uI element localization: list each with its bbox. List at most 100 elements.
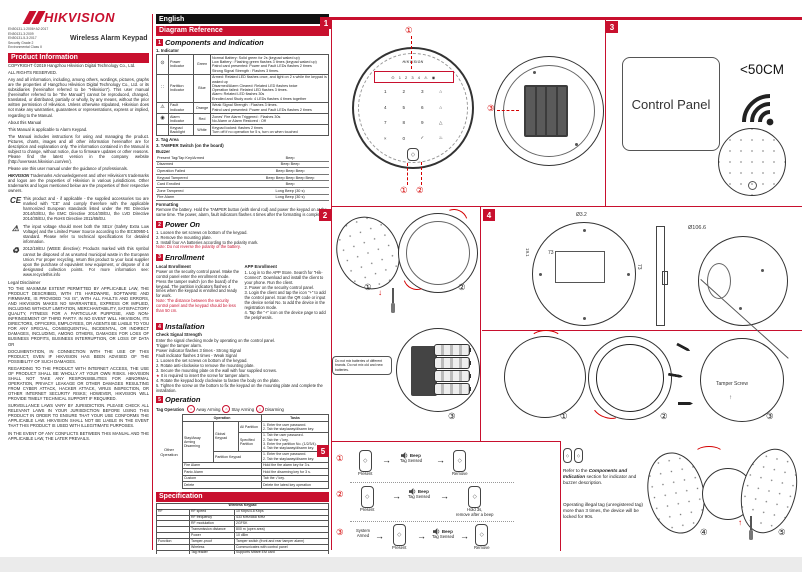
step-callout-2: ②	[458, 282, 466, 292]
aa-battery-icon	[434, 344, 471, 356]
callout-1-top: ①	[405, 25, 413, 35]
spec-row: Tag reader Supports Mifare EM card	[156, 549, 329, 554]
figure-badge-1: 1	[320, 17, 332, 29]
trademark-lead: HIKVISION	[8, 173, 30, 179]
arming-mode-icon: ⌂	[222, 405, 231, 414]
regulatory-notice: ⚠ The input voltage should meet both the…	[8, 224, 149, 244]
tag-area-dot	[748, 181, 757, 190]
step-line: 3. Install four AA batteries according t…	[156, 240, 259, 246]
step-line: 3. Secure the mounting plate on the wall…	[156, 368, 278, 374]
tag-icon: ◇	[392, 524, 406, 546]
indicator-strip: ⊙ 1 2 3 4 ⚠ ◉	[374, 71, 454, 83]
flow-label: System	[356, 528, 370, 533]
legend-item: ⌂ Away Arming	[187, 405, 220, 414]
buzzer-heading: Buzzer	[156, 148, 171, 154]
flow-label: remove after a beep	[456, 511, 494, 517]
section-number-badge: 5	[156, 396, 163, 404]
buzzer-sound: Beep Beep	[251, 161, 329, 169]
specification-header: Specification	[156, 491, 329, 502]
power-on-note: Note: Do not reverse the polarity of the…	[156, 244, 241, 250]
paragraph: Any and all information, including, amon…	[8, 77, 149, 118]
battery-compartment	[524, 85, 568, 137]
indicator-row: ∷ Partition Indicator Blue Armed: Relate…	[156, 73, 329, 103]
keypad-key: 5	[402, 104, 406, 110]
keypad-key: ×	[383, 135, 387, 141]
flow1-remove: ◇ Remove	[452, 450, 468, 477]
install-step2-plate	[588, 336, 672, 420]
keypad-key: ✓	[420, 135, 425, 141]
step-line: 2. Remove the mounting plate.	[156, 235, 212, 241]
formatting-text: Remove the battery. Hold the TAMPER butt…	[156, 207, 327, 218]
certification-line: Security Grade 2	[8, 40, 34, 45]
flow3-number: ③	[336, 527, 344, 537]
screw-hole	[533, 71, 536, 74]
flow-arrow: →	[375, 531, 384, 541]
certification-line: EN50131-1:2006+A2:2017	[8, 27, 49, 31]
mounting-plate-front	[532, 222, 636, 326]
flow-separator	[350, 521, 514, 522]
specification-table: Wireless Keypad RF RF speed 10 Kbps/4.8 …	[156, 502, 329, 554]
notice-text: This product and - if applicable - the s…	[23, 195, 149, 222]
divider-topright	[605, 20, 607, 207]
buzzer-row: Fire Alarm Long Beep (30 s)	[156, 194, 329, 202]
op-cell: Specified Partition	[238, 431, 262, 452]
section-number-badge: 1	[156, 39, 163, 46]
op-tasks: 1. Tab the user password. 2. Tab the √ k…	[261, 431, 329, 452]
battery-install-view	[396, 328, 480, 412]
regulatory-notice: ♻ 2012/19/EU (WEEE directive): Products …	[8, 246, 149, 276]
wifi-signal-icon	[742, 94, 774, 126]
note-text: Refer to the	[563, 468, 589, 473]
paragraph: About this Manual	[8, 119, 42, 125]
flow-label: Present	[392, 545, 407, 550]
section-title: Components and Indication	[165, 38, 264, 47]
step-line: 5. Tighten the screw on the bottom to fi…	[156, 383, 323, 393]
app-enrollment: APP Enrollment 1. Log in to the APP Stor…	[245, 263, 330, 320]
figure-badge-5: 5	[317, 445, 329, 457]
flow-separator	[350, 482, 514, 483]
step-line: 2. Rotate anti-clockwise to remove the m…	[156, 363, 255, 369]
rotate-arrow	[694, 446, 724, 462]
section-enrollment: 3 Enrollment	[156, 253, 329, 262]
dim-screw-hole: Ø3.2	[576, 212, 587, 218]
beep-speaker-icon	[409, 488, 416, 495]
dim-width-73: 73	[548, 250, 554, 256]
install-callout-5: ⑤	[778, 527, 786, 537]
buzzer-sound: Long Beep (30 s)	[251, 194, 329, 202]
check-signal-lines: Enter the signal checking mode by operat…	[156, 338, 329, 358]
keypad-small-front	[718, 128, 786, 196]
indicator-icon: ◉	[156, 112, 169, 125]
section-title: Installation	[165, 322, 205, 332]
tag-sensed-label: Tag Sensed	[432, 534, 455, 539]
keypad-final-view	[732, 442, 802, 540]
indicator-description: Weak Signal Strength : Flashes 3 times. …	[210, 101, 329, 114]
step-line: 1. Loosen the set screws on bottom of th…	[156, 358, 248, 364]
power-on-steps: 1. Loosen the set screws on bottom of th…	[156, 230, 329, 245]
flow-arrow: →	[382, 455, 391, 465]
tag-sensed-label: Tag Sensed	[408, 494, 431, 499]
aa-batteries	[434, 344, 471, 396]
beep-label: Beep	[417, 489, 429, 494]
tag-pair-icon: ◇ ◇	[563, 448, 583, 463]
keypad-key: ♨	[438, 135, 443, 141]
distance-label: <50CM	[740, 62, 784, 77]
language-header: English	[156, 14, 329, 24]
flow2-hold: ◇ Hold 3s, remove after a beep	[456, 486, 493, 518]
step-line: 1. Loosen the set screws on bottom of th…	[156, 230, 248, 236]
installation-steps-2: 4. Rotate the keypad body clockwise to f…	[156, 378, 329, 393]
indicator-color: Red	[193, 112, 211, 125]
tag-icon: ◇	[358, 450, 372, 472]
tag-icon: ◇	[468, 486, 482, 508]
flow1-number: ①	[336, 453, 344, 463]
section-power-on: 2 Power On	[156, 220, 329, 229]
buzzer-event: Zone Tampered	[156, 187, 252, 195]
figure-badge-2: 2	[319, 209, 331, 221]
op-cell: Stay/Away Arming Disarming	[182, 421, 214, 463]
flow1-beep: Beep Tag Sensed	[400, 452, 422, 464]
certification-line: Environmental Class II	[8, 45, 42, 50]
paragraph: Please use this user manual under the gu…	[8, 166, 128, 172]
buzzer-sound: Beep	[251, 180, 329, 188]
install-callout-3: ③	[766, 411, 774, 421]
divider-v-poweron	[480, 207, 482, 442]
